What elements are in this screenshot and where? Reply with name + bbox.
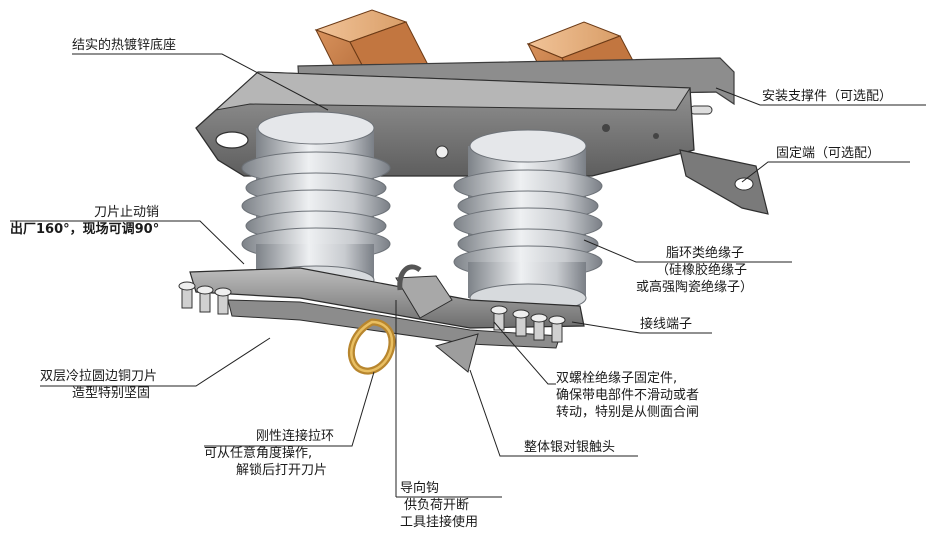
label-bolt-fixture-title: 双螺栓绝缘子固定件, <box>556 371 678 386</box>
label-silver-contact: 整体银对银触头 <box>524 440 616 455</box>
label-insulator-type-1: （硅橡胶绝缘子 <box>656 263 748 278</box>
label-guide-hook-desc-2: 工具挂接使用 <box>400 515 479 530</box>
label-copper-blade-title: 双层冷拉圆边铜刀片 <box>40 369 158 384</box>
label-insulator: 脂环类绝缘子 （硅橡胶绝缘子 或高强陶瓷绝缘子） <box>636 245 753 296</box>
terminal-bolts-left <box>178 281 232 315</box>
leader-line-contact <box>469 369 638 457</box>
copper-blade-assembly <box>189 267 585 373</box>
leader-line-bracket <box>715 87 926 106</box>
label-copper-blade-desc: 造型特别坚固 <box>72 386 151 401</box>
label-mounting-bracket: 安装支撑件（可选配） <box>762 89 893 104</box>
label-copper-blade: 双层冷拉圆边铜刀片 造型特别坚固 <box>40 368 157 402</box>
label-fixed-end: 固定端（可选配） <box>776 146 881 161</box>
label-galvanized-base: 结实的热镀锌底座 <box>72 38 177 53</box>
leader-line-bolt-fix <box>493 321 556 385</box>
label-terminal: 接线端子 <box>640 317 693 332</box>
label-pull-ring-title: 刚性连接拉环 <box>256 429 335 444</box>
leader-line-pull-ring <box>204 371 375 447</box>
terminal-bolts-right <box>490 305 566 343</box>
label-blade-stop-pin: 刀片止动销 出厂160°，现场可调90° <box>10 204 159 238</box>
insulator-left <box>241 111 391 295</box>
label-guide-hook: 导向钩 供负荷开断 工具挂接使用 <box>400 480 478 531</box>
leader-line-base <box>72 53 329 111</box>
leader-line-blade-stop <box>10 220 245 265</box>
guide-hook <box>397 264 422 291</box>
label-pull-ring-desc-2: 解锁后打开刀片 <box>236 463 328 478</box>
leader-line-terminal <box>571 321 712 334</box>
leader-line-fixed-end <box>741 161 910 183</box>
insulator-right <box>453 129 603 313</box>
label-guide-hook-desc-1: 供负荷开断 <box>404 498 470 513</box>
label-pull-ring: 刚性连接拉环 可从任意角度操作, 解锁后打开刀片 <box>204 428 334 479</box>
label-insulator-title: 脂环类绝缘子 <box>666 246 745 261</box>
label-blade-stop-title: 刀片止动销 <box>94 205 160 220</box>
pull-ring <box>347 318 396 375</box>
leader-line-insulator <box>583 239 792 263</box>
label-guide-hook-title: 导向钩 <box>400 481 440 496</box>
label-insulator-type-2: 或高强陶瓷绝缘子） <box>636 280 754 295</box>
label-blade-stop-angle: 出厂160°，现场可调90° <box>10 222 160 237</box>
label-pull-ring-desc-1: 可从任意角度操作, <box>204 446 313 461</box>
label-bolt-fixture: 双螺栓绝缘子固定件, 确保带电部件不滑动或者 转动，特别是从侧面合闸 <box>556 370 699 421</box>
label-bolt-fixture-desc-2: 转动，特别是从侧面合闸 <box>556 405 700 420</box>
leader-lines <box>10 53 926 498</box>
leader-line-blade <box>40 337 271 387</box>
label-bolt-fixture-desc-1: 确保带电部件不滑动或者 <box>556 388 700 403</box>
